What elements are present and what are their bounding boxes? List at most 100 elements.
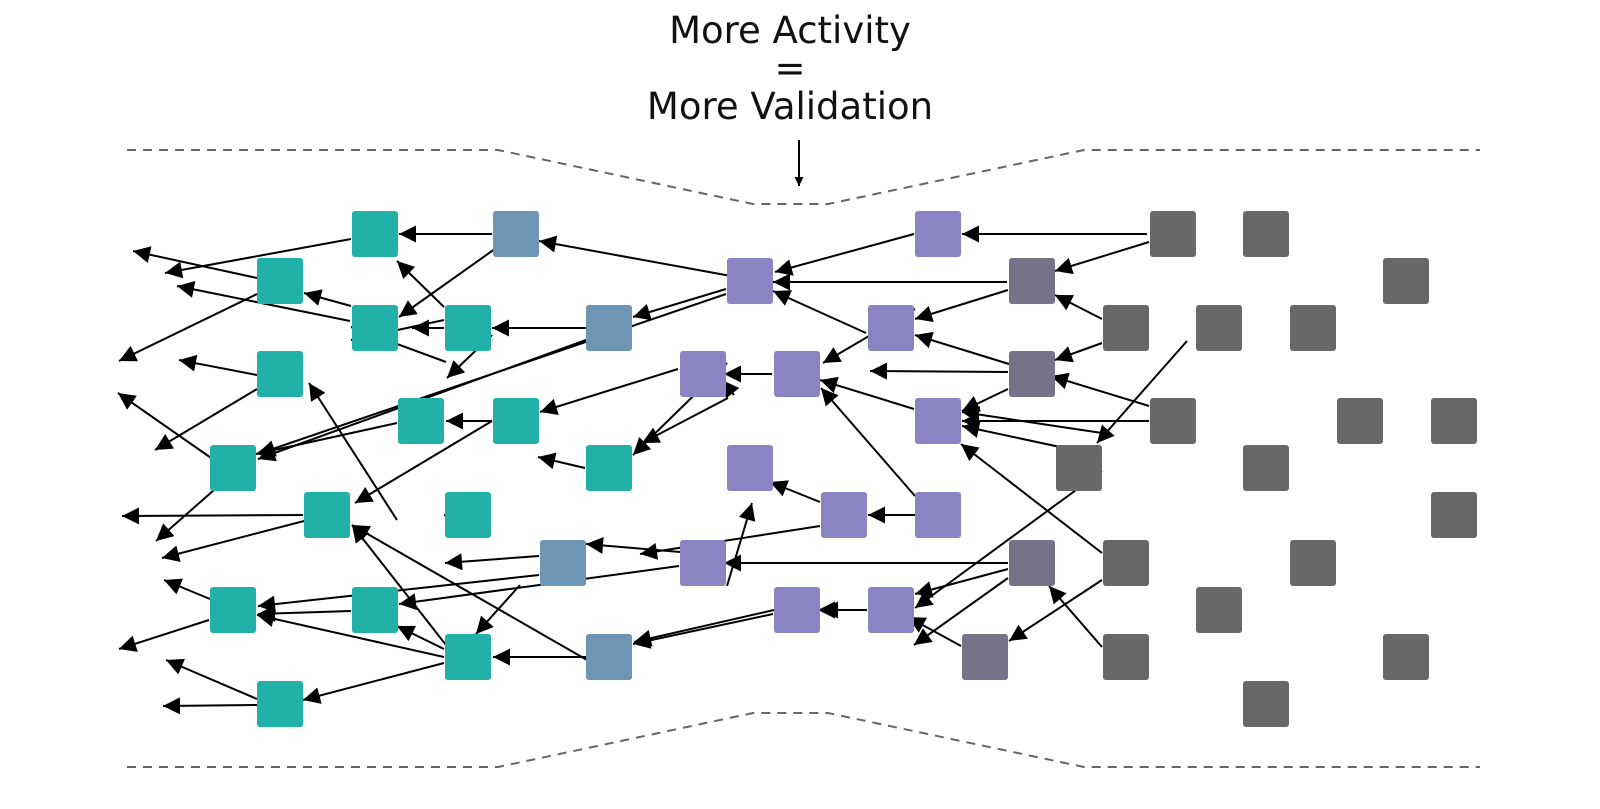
dag-edge: [164, 238, 352, 279]
dag-edge: [396, 260, 445, 308]
boundary-top: [127, 149, 1480, 205]
dag-node: [352, 211, 398, 257]
dag-edge: [257, 604, 352, 622]
dag-node: [868, 305, 914, 351]
dag-edge: [444, 553, 540, 571]
dag-node: [1431, 492, 1477, 538]
dag-edge: [257, 574, 540, 613]
dag-edge: [1048, 585, 1103, 648]
dag-node: [1431, 398, 1477, 444]
dag-node: [445, 492, 491, 538]
dag-node: [774, 587, 820, 633]
dag-node: [210, 587, 256, 633]
dag-edge: [256, 610, 445, 658]
dag-edge: [1096, 340, 1188, 444]
dag-edge: [154, 388, 258, 451]
dag-node: [257, 258, 303, 304]
dag-node: [540, 540, 586, 586]
dag-edge: [820, 387, 916, 497]
dag-node: [257, 351, 303, 397]
dag-edge: [819, 376, 915, 410]
dag-node: [1150, 211, 1196, 257]
dag-node: [493, 398, 539, 444]
dag-edge: [303, 289, 352, 307]
dag-edge: [178, 354, 258, 376]
dag-node: [915, 211, 961, 257]
dag-edge: [396, 625, 445, 650]
dag-node: [493, 211, 539, 257]
dag-edge: [1054, 241, 1150, 275]
dag-node: [1290, 540, 1336, 586]
dag-node: [1103, 540, 1149, 586]
dag-edge: [398, 245, 500, 318]
title-line-3: More Validation: [646, 85, 934, 128]
dag-node: [1196, 305, 1242, 351]
dag-edge: [769, 480, 821, 503]
dag-node: [445, 305, 491, 351]
dag-edge: [132, 246, 258, 279]
dag-node: [1243, 681, 1289, 727]
dag-edge: [914, 331, 1010, 365]
dag-node: [586, 305, 632, 351]
dag-node: [1383, 258, 1429, 304]
dag-edge: [398, 565, 680, 611]
dag-edge: [1054, 294, 1103, 320]
dag-node: [210, 445, 256, 491]
dag-node: [398, 398, 444, 444]
title-line-2: =: [774, 47, 806, 90]
dag-node: [1009, 351, 1055, 397]
dag-node: [1150, 398, 1196, 444]
dag-node: [1009, 258, 1055, 304]
dag-edge: [632, 288, 727, 321]
dag-edge: [1050, 372, 1150, 407]
dag-edge: [1008, 579, 1103, 642]
dag-node: [727, 445, 773, 491]
dag-edge: [163, 578, 211, 600]
dag-node: [1056, 445, 1102, 491]
diagram-title: More Activity = More Validation: [600, 12, 980, 126]
dag-node: [915, 398, 961, 444]
dag-edge: [255, 422, 398, 459]
dag-node: [868, 587, 914, 633]
dag-edge: [633, 609, 775, 647]
dag-edge: [165, 658, 258, 700]
dag-node: [1290, 305, 1336, 351]
dag-edge: [162, 697, 258, 715]
dag-node: [727, 258, 773, 304]
dag-edge: [913, 577, 1009, 646]
dag-edge: [869, 362, 1009, 380]
dag-edge: [772, 290, 867, 334]
dag-node: [1337, 398, 1383, 444]
dag-edge: [960, 443, 1103, 554]
dag-edge: [118, 619, 210, 652]
dag-node: [821, 492, 867, 538]
dag-edge: [537, 452, 586, 470]
dag-edge: [774, 233, 915, 276]
dag-node: [304, 492, 350, 538]
edges-group: [117, 225, 1188, 715]
dag-node: [962, 634, 1008, 680]
dag-node: [1196, 587, 1242, 633]
dag-node: [680, 351, 726, 397]
dag-node: [1103, 634, 1149, 680]
dag-node: [352, 305, 398, 351]
dag-node: [1243, 445, 1289, 491]
dag-edge: [914, 470, 1103, 609]
dag-edge: [257, 293, 727, 457]
dag-edge: [639, 525, 821, 560]
dag-edge: [961, 388, 1009, 412]
dag-node: [445, 634, 491, 680]
dag-edge: [121, 507, 304, 525]
dag-node: [257, 681, 303, 727]
dag-edge: [351, 524, 447, 646]
dag-node: [1383, 634, 1429, 680]
dag-node: [915, 492, 961, 538]
dag-edge: [726, 502, 756, 587]
dag-edge: [351, 524, 588, 661]
dag-edge: [1054, 342, 1103, 363]
dag-edge: [117, 392, 215, 461]
dag-edge: [539, 368, 679, 416]
dag-edge: [302, 662, 445, 704]
dag-node: [1243, 211, 1289, 257]
